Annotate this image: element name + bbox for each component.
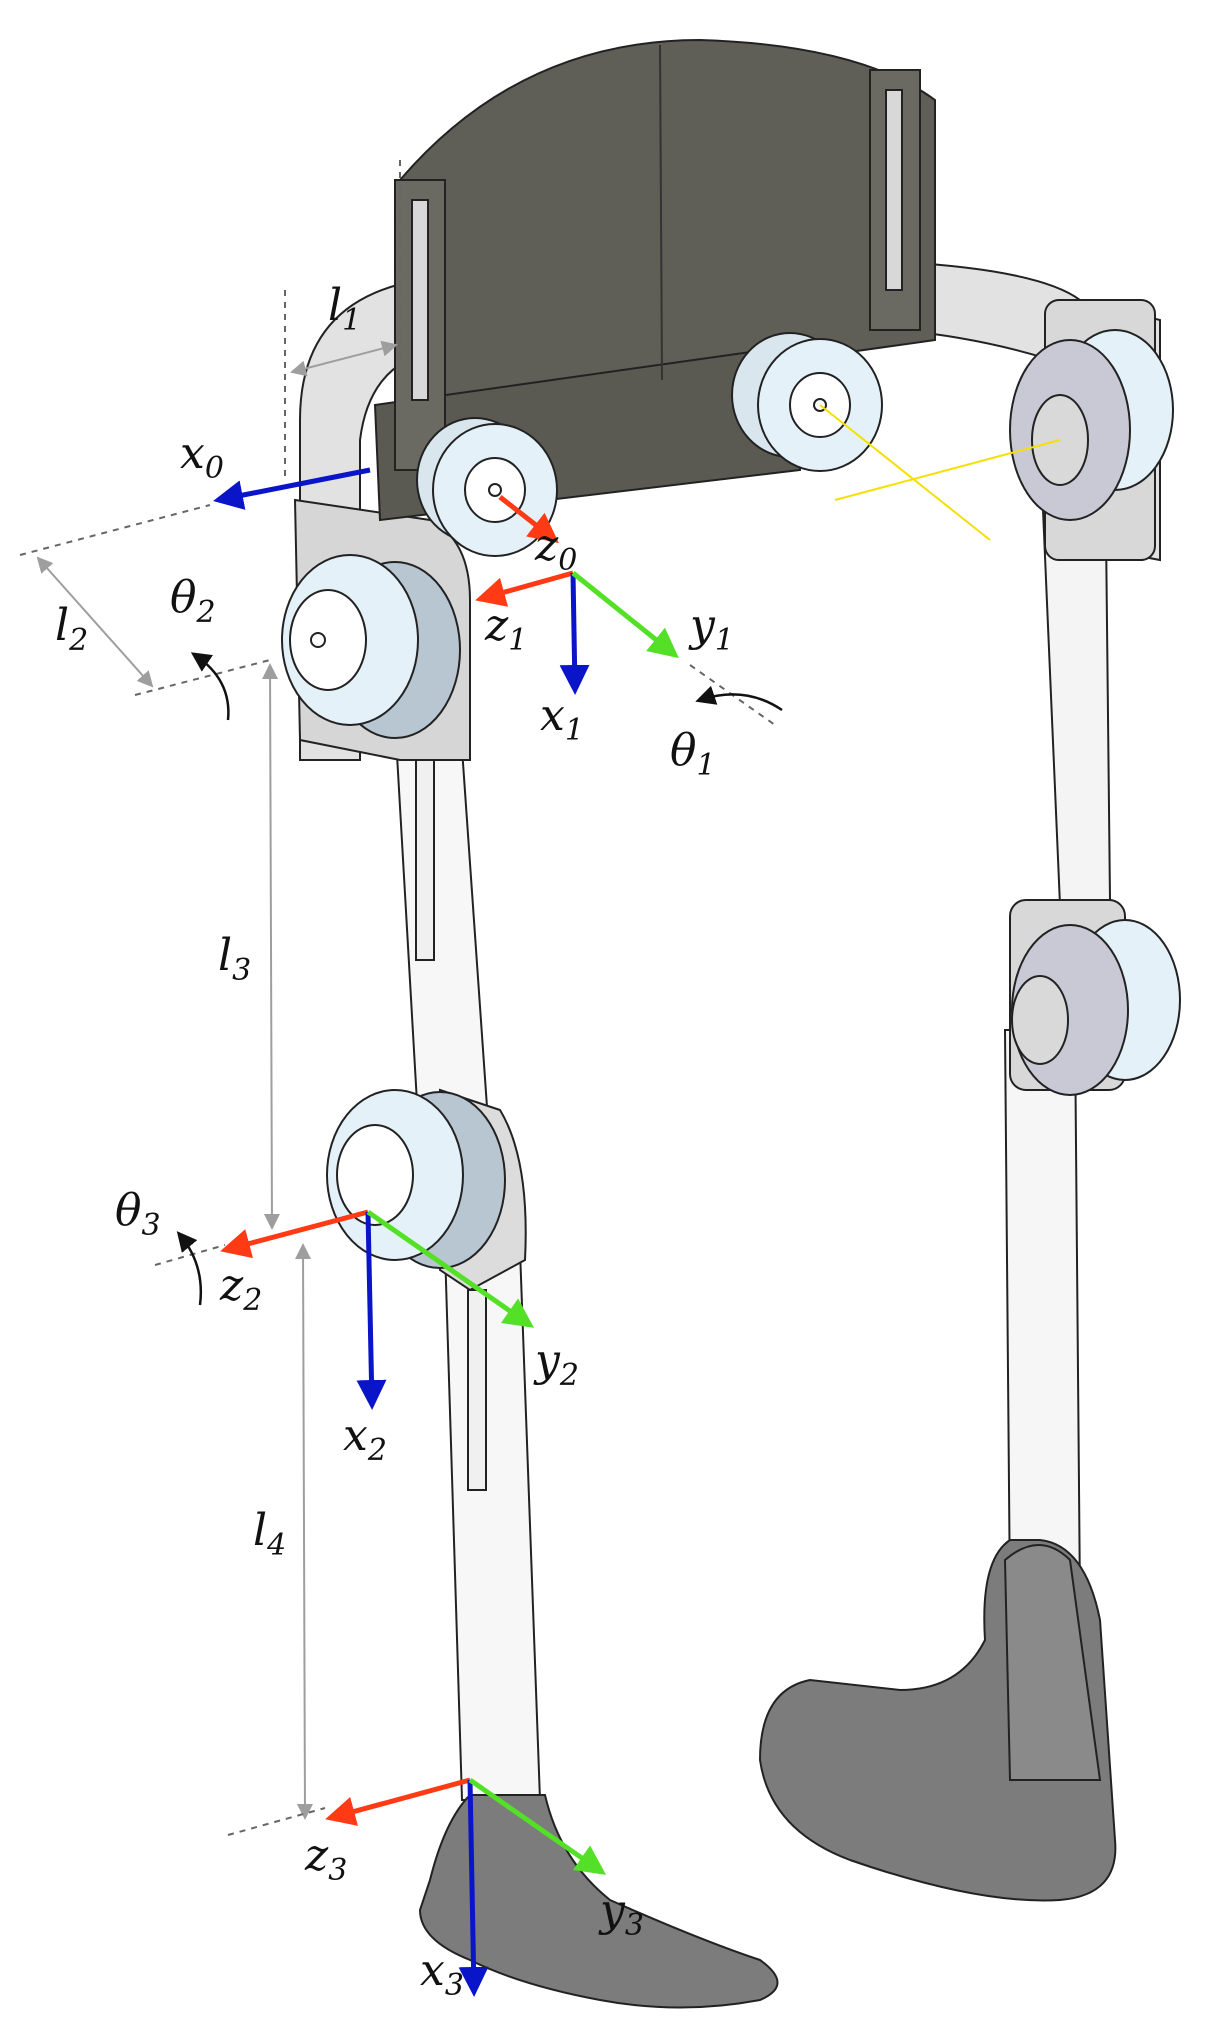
- y1-axis: [571, 571, 679, 659]
- left-hip-abduction-pulley: [281, 554, 461, 739]
- label-z3: z3: [304, 1830, 347, 1888]
- x2-axis: [356, 1211, 387, 1410]
- label-theta1: θ1: [670, 725, 716, 783]
- l1-dimension: [290, 340, 398, 377]
- left-shank-bar: [443, 1249, 542, 1801]
- theta1-rotation-arrow: [695, 685, 783, 712]
- label-z1: z1: [484, 600, 527, 658]
- l2-dimension: [36, 556, 154, 688]
- l3-dimension: [262, 663, 280, 1230]
- label-x1: x1: [540, 690, 584, 748]
- rotation-arrows: [176, 652, 783, 1306]
- z3-axis: [325, 1777, 471, 1826]
- back-plate-seam: [659, 44, 663, 381]
- label-z2: z2: [219, 1260, 262, 1318]
- right-knee-pulley: [1011, 919, 1181, 1096]
- left-strap-slot: [411, 199, 429, 401]
- label-y2: y2: [533, 1335, 579, 1393]
- label-y1: y1: [688, 600, 734, 658]
- label-theta3: θ3: [115, 1185, 161, 1243]
- z0-axis: [498, 495, 559, 544]
- label-l2: l2: [55, 600, 88, 658]
- label-y3: y3: [598, 1885, 644, 1943]
- theta3-rotation-arrow: [176, 1231, 202, 1306]
- left-foot-plate: [418, 1794, 779, 2009]
- right-shank-bar: [1003, 1029, 1082, 1601]
- label-z0: z0: [534, 520, 577, 578]
- label-x0: x0: [180, 428, 224, 486]
- theta2-rotation-arrow: [190, 652, 230, 721]
- right-foot-heel-cup: [1003, 1544, 1102, 1781]
- z1-axis: [475, 570, 574, 607]
- left-knee-pulley: [326, 1089, 506, 1269]
- label-l1: l1: [328, 280, 361, 338]
- y3-axis: [468, 1777, 607, 1875]
- y2-axis: [366, 1209, 535, 1328]
- label-x2: x2: [343, 1410, 387, 1468]
- shank-adjust-slot: [467, 1289, 487, 1491]
- right-strap-slot: [885, 89, 903, 291]
- l4-dimension: [295, 1243, 313, 1820]
- label-x3: x3: [420, 1945, 464, 2003]
- label-l3: l3: [218, 930, 251, 988]
- axis-labels: x0 z0 z1 x1 y1 θ1 θ2 l1 l2 l3 θ3 z2 y2 x…: [55, 280, 734, 2003]
- label-l4: l4: [253, 1505, 286, 1563]
- label-theta2: θ2: [170, 572, 216, 630]
- x3-axis: [458, 1779, 489, 1997]
- coordinate-axes: [213, 467, 679, 1997]
- x0-axis: [213, 467, 371, 510]
- dimension-lines: [19, 160, 776, 1836]
- z2-axis: [220, 1209, 369, 1259]
- construction-lines: [819, 404, 1061, 541]
- left-thigh-bar: [393, 719, 492, 1157]
- x1-axis: [559, 572, 590, 695]
- thigh-adjust-slot: [415, 759, 435, 961]
